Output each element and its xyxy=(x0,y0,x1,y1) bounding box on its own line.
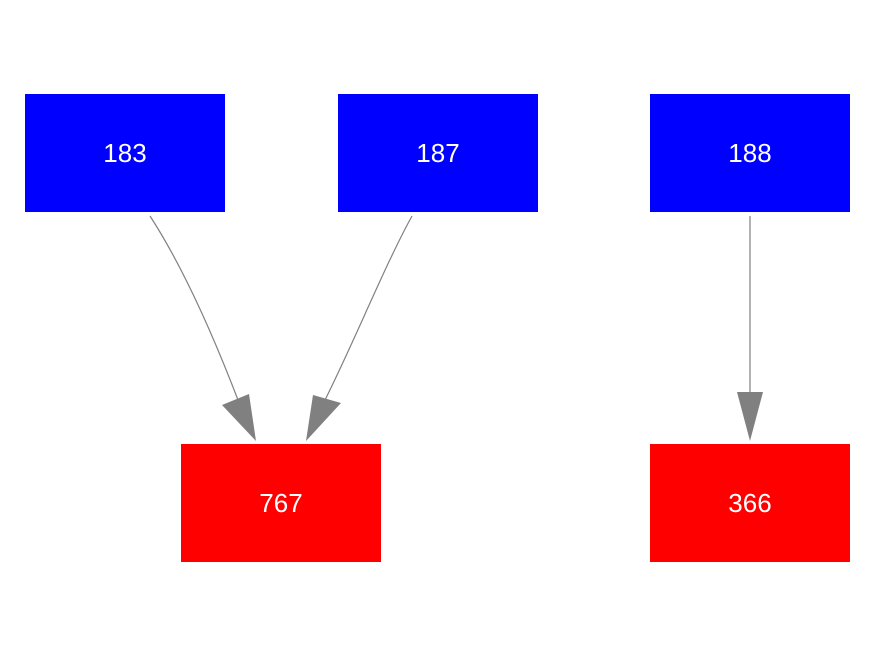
edge-188-366-arrowhead xyxy=(737,392,763,441)
edge-183-767-line xyxy=(149,215,239,401)
edge-188-366 xyxy=(737,216,763,441)
edge-183-767 xyxy=(149,215,256,441)
node-187-label: 187 xyxy=(416,137,460,168)
edge-187-767-arrowhead xyxy=(306,395,341,441)
node-183-label: 183 xyxy=(103,137,147,168)
node-366[interactable]: 366 xyxy=(650,444,850,562)
node-366-label: 366 xyxy=(728,487,772,518)
node-188[interactable]: 188 xyxy=(650,94,850,212)
node-767[interactable]: 767 xyxy=(181,444,381,562)
node-188-label: 188 xyxy=(728,137,772,168)
edge-187-767 xyxy=(306,215,413,441)
node-187[interactable]: 187 xyxy=(338,94,538,212)
edge-187-767-line xyxy=(324,215,413,401)
edge-183-767-arrowhead xyxy=(222,394,256,441)
node-767-label: 767 xyxy=(259,487,303,518)
node-183[interactable]: 183 xyxy=(25,94,225,212)
